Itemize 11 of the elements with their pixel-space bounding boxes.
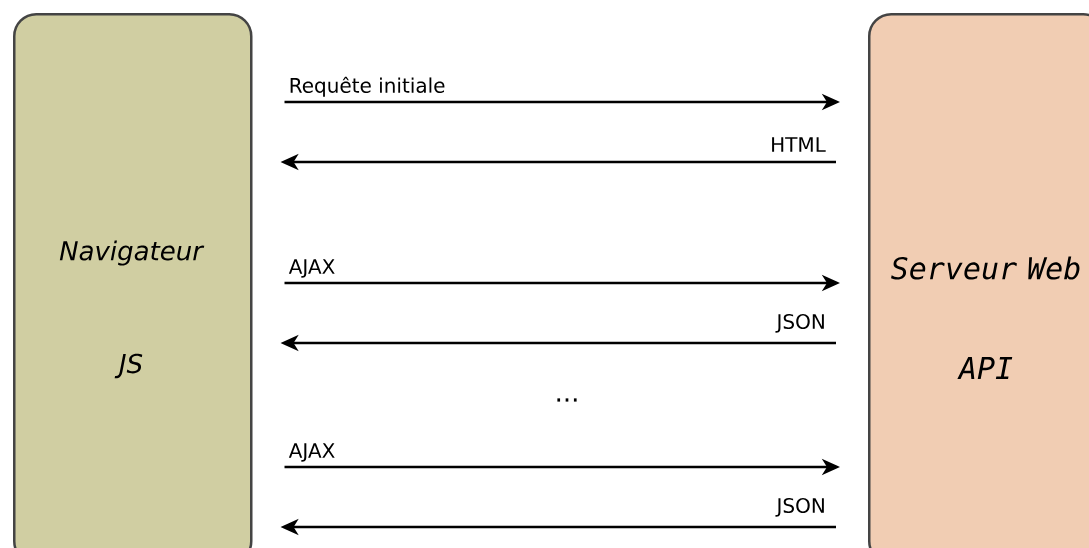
node-text: JS [114,353,143,379]
ellipsis-label: ... [557,398,577,402]
node-text: Navigateur [59,240,205,266]
edge-label: JSON [775,497,824,517]
edge-label: AJAX [288,443,335,462]
edge-label: JSON [775,313,824,333]
edge-label: Requête initiale [290,76,445,97]
node-text: API [957,357,1013,379]
edge-label: HTML [772,137,826,152]
edge-label: AJAX [288,259,335,278]
node-text: Serveur Web [891,256,1080,280]
